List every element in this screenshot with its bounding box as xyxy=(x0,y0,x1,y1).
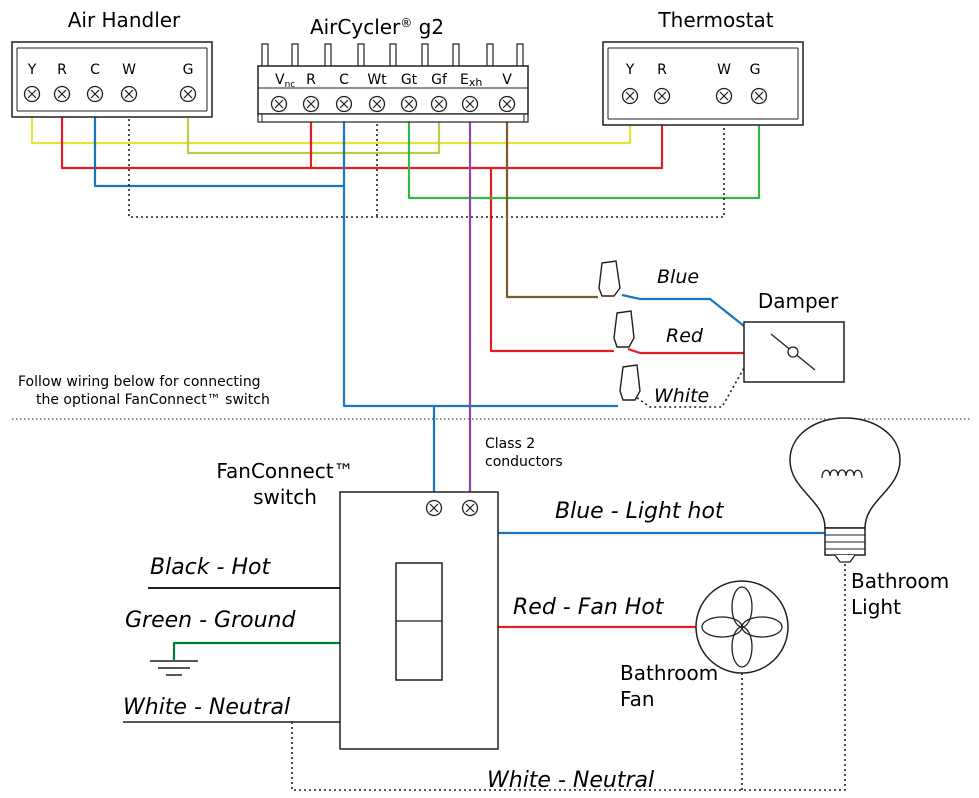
class2-label-line2: conductors xyxy=(485,454,563,470)
damper-wire-blue-label: Blue xyxy=(657,266,699,288)
label-white-neutral-bottom: White - Neutral xyxy=(487,768,654,793)
thermostat-box xyxy=(602,41,804,126)
ts-screw-w-icon xyxy=(715,87,733,105)
ts-terminal-g-label: G xyxy=(750,62,761,78)
wire-damper-blue xyxy=(621,293,745,327)
ah-terminal-w-label: W xyxy=(122,62,136,78)
air-handler-box xyxy=(11,41,213,118)
wire-white-w xyxy=(128,94,725,218)
ground-symbol-icon xyxy=(150,660,198,676)
fanconnect-note-line1: Follow wiring below for connecting xyxy=(18,374,261,390)
ah-screw-c-icon xyxy=(86,85,104,103)
aircycler-title: AirCycler® g2 xyxy=(310,15,444,39)
label-blue-light-hot: Blue - Light hot xyxy=(555,499,725,524)
damper-wire-white-label: White xyxy=(654,385,709,407)
ac-terminal-gf-label: Gf xyxy=(431,72,448,88)
bathroom-light-bulb-icon xyxy=(789,417,901,563)
ac-screw-c-icon xyxy=(335,95,353,113)
class2-label-line1: Class 2 xyxy=(485,436,535,452)
ac-screw-gf-icon xyxy=(430,95,448,113)
ah-terminal-c-label: C xyxy=(90,62,100,78)
aircycler-terminal-block xyxy=(257,43,529,123)
ac-screw-vnc-icon xyxy=(270,95,288,113)
ac-screw-wt-icon xyxy=(368,95,386,113)
bathroom-fan-icon xyxy=(695,580,789,674)
bathroom-light-label-line2: Light xyxy=(851,595,901,619)
ac-terminal-exh-label: Exh xyxy=(460,72,482,89)
ac-terminal-wt-label: Wt xyxy=(367,72,387,88)
fanconnect-note-line2: the optional FanConnect™ switch xyxy=(36,392,270,408)
label-black-hot: Black - Hot xyxy=(150,555,271,580)
damper-title: Damper xyxy=(758,289,839,313)
ac-terminal-r-label: R xyxy=(306,72,316,88)
ac-terminal-vnc-label: Vnc xyxy=(275,72,295,90)
switch-title-line1: FanConnect™ xyxy=(216,459,353,483)
wire-blue-aircycler xyxy=(342,104,618,408)
wire-damper-red xyxy=(627,347,744,355)
wire-blue-c xyxy=(93,94,344,188)
wire-nut-white-icon xyxy=(619,364,641,401)
ac-terminal-v-label: V xyxy=(502,72,512,88)
air-handler-title: Air Handler xyxy=(68,8,181,32)
wire-nut-blue-icon xyxy=(598,260,621,297)
ts-terminal-w-label: W xyxy=(717,62,731,78)
wire-brown-v xyxy=(505,104,598,299)
wire-red-damper xyxy=(489,168,614,353)
wire-white-neutral-bottom xyxy=(291,560,846,791)
wire-green-g xyxy=(407,94,761,200)
ah-terminal-g-label: G xyxy=(183,62,194,78)
label-white-neutral: White - Neutral xyxy=(123,695,290,720)
label-green-ground: Green - Ground xyxy=(125,608,296,633)
bathroom-light-label-line1: Bathroom xyxy=(851,569,949,593)
ah-terminal-y-label: Y xyxy=(27,62,37,78)
label-red-fan-hot: Red - Fan Hot xyxy=(513,595,665,620)
ac-screw-v-icon xyxy=(498,95,516,113)
bathroom-fan-label-line2: Fan xyxy=(620,687,655,711)
damper-blade-icon xyxy=(770,333,816,371)
ah-screw-w-icon xyxy=(120,85,138,103)
switch-screw-blue-icon xyxy=(425,499,443,517)
ac-screw-exh-icon xyxy=(461,95,479,113)
ts-screw-y-icon xyxy=(621,87,639,105)
wire-lime-g xyxy=(186,94,441,155)
switch-title-line2: switch xyxy=(253,485,317,509)
ac-terminal-c-label: C xyxy=(339,72,349,88)
ac-terminal-gt-label: Gt xyxy=(401,72,418,88)
ts-screw-r-icon xyxy=(653,87,671,105)
switch-screw-purple-icon xyxy=(461,499,479,517)
ah-terminal-r-label: R xyxy=(57,62,67,78)
damper-wire-red-label: Red xyxy=(666,325,704,347)
ah-screw-g-icon xyxy=(179,85,197,103)
ac-screw-r-icon xyxy=(302,95,320,113)
wire-nut-red-icon xyxy=(613,310,635,348)
wire-red-r xyxy=(60,94,664,170)
wire-green-ground xyxy=(172,641,340,660)
ts-terminal-r-label: R xyxy=(657,62,667,78)
ts-screw-g-icon xyxy=(750,87,768,105)
thermostat-title: Thermostat xyxy=(657,8,773,32)
wire-damper-white xyxy=(632,367,745,408)
ah-screw-r-icon xyxy=(53,85,71,103)
ah-screw-y-icon xyxy=(23,85,41,103)
bathroom-fan-label-line1: Bathroom xyxy=(620,661,718,685)
ac-screw-gt-icon xyxy=(400,95,418,113)
ts-terminal-y-label: Y xyxy=(625,62,635,78)
